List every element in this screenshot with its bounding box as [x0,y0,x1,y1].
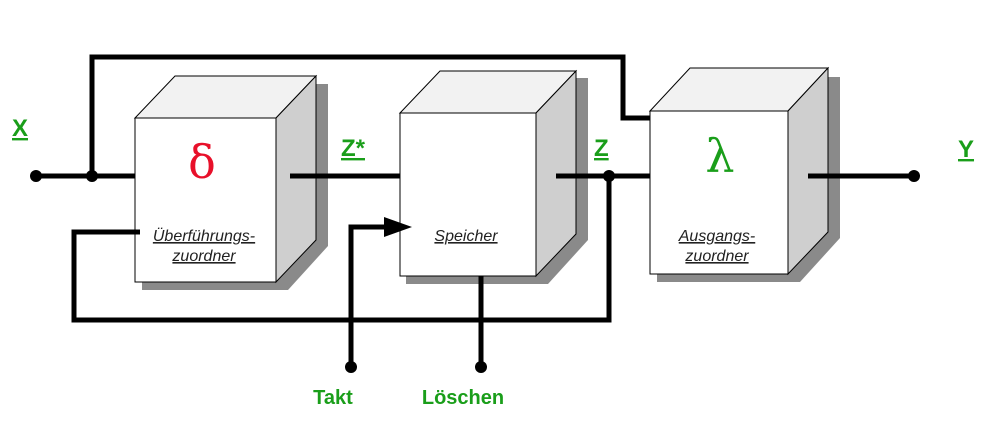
output-symbol: λ [705,129,734,183]
output-y-label: Y [958,136,974,163]
signal-wires [36,54,916,367]
z-star-label: Z* [341,135,366,162]
z-label: Z [594,135,609,162]
x-terminal-dot [30,170,42,182]
transfer-label-line2: zuordner [171,248,236,265]
transfer-symbol: δ [188,135,216,189]
clock-label: Takt [313,387,353,409]
x-junction-dot [86,170,98,182]
memory-block [398,69,588,284]
output-block [648,66,840,282]
transfer-block [133,74,328,290]
wire-x-feedforward [89,54,650,176]
clock-terminal-dot [345,361,357,373]
transfer-label-line1: Überführungs- [153,227,255,245]
clear-terminal-dot [475,361,487,373]
input-x-label: X [12,115,28,142]
clear-label: Löschen [422,387,504,409]
output-label-line1: Ausgangs- [678,228,756,245]
wire-z-feedback [71,176,612,323]
wire-clock [348,224,392,367]
y-terminal-dot [908,170,920,182]
output-label-line2: zuordner [684,248,749,265]
z-junction-dot [603,170,615,182]
memory-label: Speicher [434,228,498,245]
clock-arrow-icon [384,217,412,237]
